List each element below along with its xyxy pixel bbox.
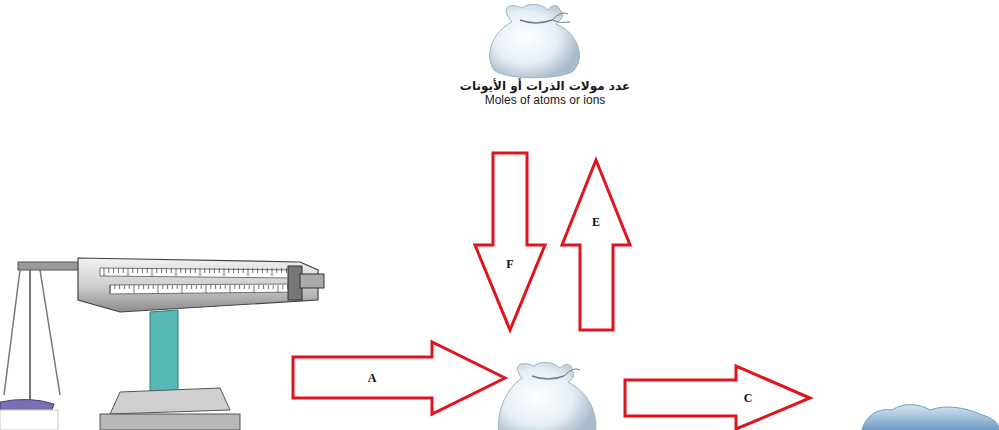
arrow-letter: E (592, 216, 600, 228)
block-arrow (293, 342, 505, 414)
bag-label: عدد مولات الذرات أو الأيوناتMoles of ato… (456, 78, 635, 108)
bag-icon (498, 362, 596, 430)
node-heading: عدد مولات الذرات أو الأيونات (456, 79, 635, 93)
block-arrow (475, 153, 545, 330)
arrow-letter: F (506, 258, 513, 270)
arrow-letter: C (744, 392, 753, 404)
arrow-letter: A (368, 372, 377, 384)
bag-icon (490, 4, 580, 77)
node-subtext: Moles of atoms or ions (456, 93, 635, 107)
block-arrow (625, 366, 810, 429)
substance-pile (862, 405, 999, 430)
balance-icon (0, 258, 324, 430)
block-arrow (562, 160, 630, 330)
